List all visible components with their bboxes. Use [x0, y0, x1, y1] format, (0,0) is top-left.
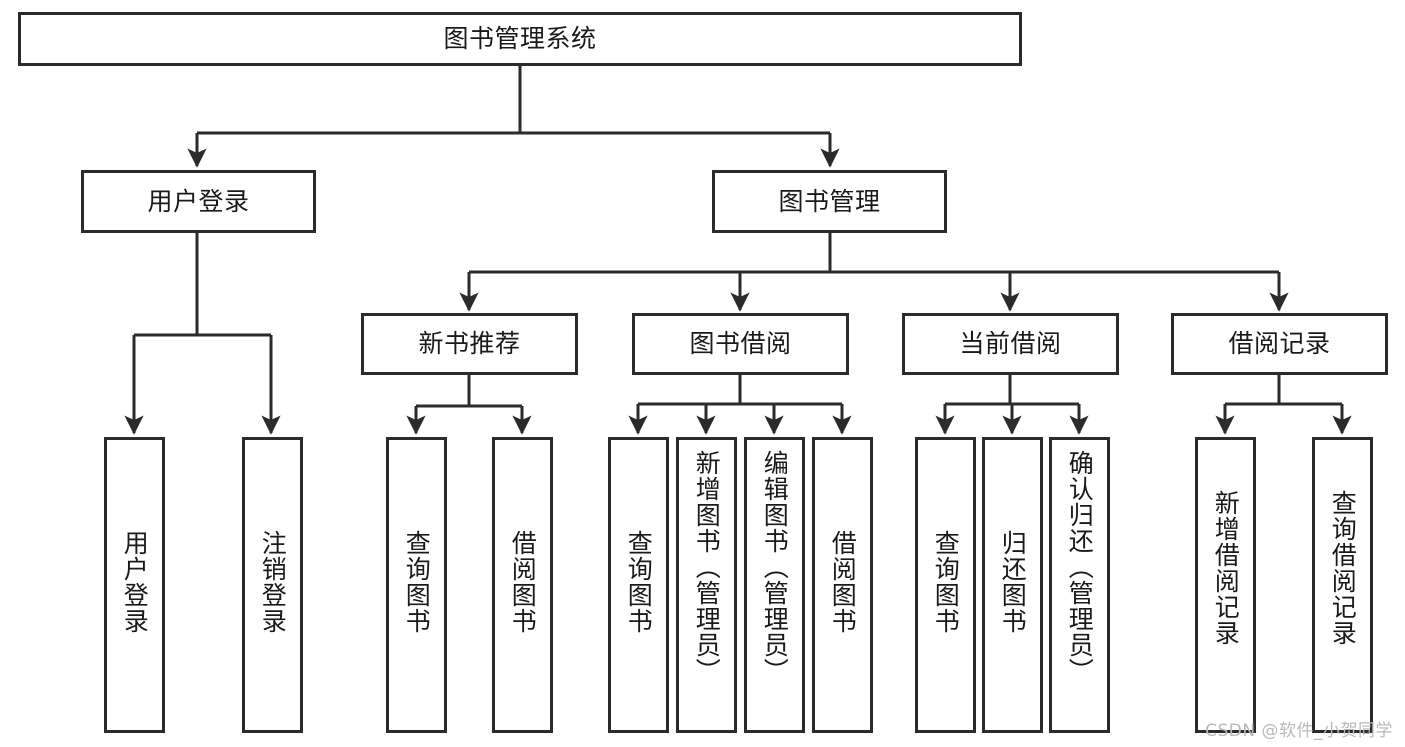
node-label: 归还图书	[998, 530, 1028, 634]
node-label: 借阅图书	[508, 530, 538, 634]
leaf-book-borrow-lend[interactable]: 借阅图书	[812, 437, 873, 733]
node-label: 查询图书	[931, 530, 961, 634]
node-label: 借阅图书	[828, 530, 858, 634]
node-label: 图书管理	[778, 186, 881, 216]
node-label: 注销登录	[258, 530, 288, 634]
node-label: 新书推荐	[418, 329, 521, 359]
node-root-system[interactable]: 图书管理系统	[18, 12, 1022, 66]
node-current-borrow[interactable]: 当前借阅	[902, 313, 1119, 375]
node-label: 查询图书	[624, 530, 654, 634]
node-user-login[interactable]: 用户登录	[81, 170, 316, 233]
node-label: 用户登录	[147, 186, 250, 216]
leaf-new-book-query[interactable]: 查询图书	[386, 437, 447, 733]
node-book-borrow[interactable]: 图书借阅	[632, 313, 849, 375]
node-label: 查询借阅记录	[1328, 490, 1358, 646]
leaf-current-borrow-confirm[interactable]: 确认归还（管理员）	[1049, 437, 1110, 733]
watermark-text: CSDN @软件_小贺同学	[1205, 721, 1393, 741]
node-label: 新增图书（管理员）	[692, 450, 722, 684]
node-borrow-record[interactable]: 借阅记录	[1171, 313, 1388, 375]
leaf-borrow-record-add[interactable]: 新增借阅记录	[1195, 437, 1256, 733]
node-label: 用户登录	[120, 530, 150, 634]
node-book-management[interactable]: 图书管理	[712, 170, 947, 233]
node-label: 借阅记录	[1228, 329, 1331, 359]
node-label: 编辑图书（管理员）	[760, 450, 790, 684]
leaf-current-borrow-return[interactable]: 归还图书	[982, 437, 1043, 733]
node-label: 查询图书	[402, 530, 432, 634]
node-new-book-recommend[interactable]: 新书推荐	[361, 313, 578, 375]
leaf-current-borrow-query[interactable]: 查询图书	[915, 437, 976, 733]
node-label: 图书借阅	[689, 329, 792, 359]
leaf-user-login-signin[interactable]: 用户登录	[104, 437, 165, 733]
leaf-book-borrow-query[interactable]: 查询图书	[608, 437, 669, 733]
leaf-borrow-record-query[interactable]: 查询借阅记录	[1312, 437, 1373, 733]
node-label: 当前借阅	[959, 329, 1062, 359]
leaf-user-login-signout[interactable]: 注销登录	[242, 437, 303, 733]
node-label: 图书管理系统	[443, 24, 597, 54]
leaf-new-book-borrow[interactable]: 借阅图书	[492, 437, 553, 733]
leaf-book-borrow-add[interactable]: 新增图书（管理员）	[676, 437, 737, 733]
node-label: 确认归还（管理员）	[1065, 450, 1095, 684]
node-label: 新增借阅记录	[1211, 490, 1241, 646]
leaf-book-borrow-edit[interactable]: 编辑图书（管理员）	[744, 437, 805, 733]
